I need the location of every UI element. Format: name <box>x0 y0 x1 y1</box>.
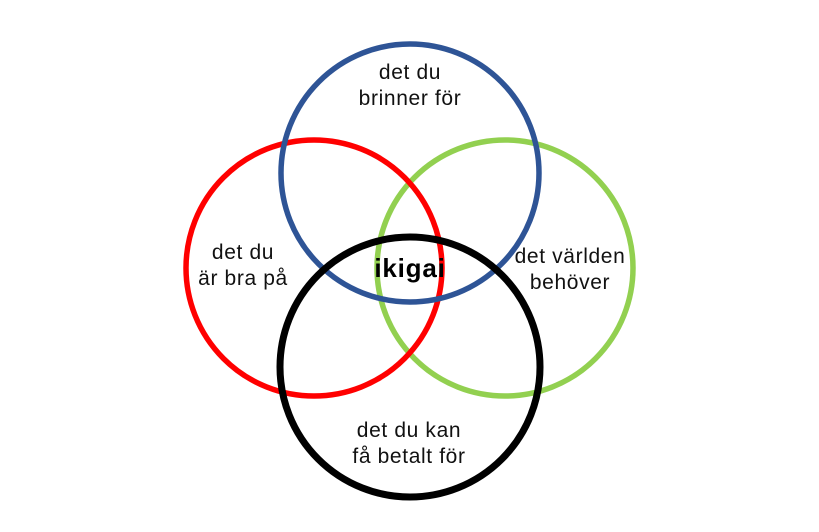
left-circle-label: det du är bra på <box>198 241 288 290</box>
blue-circle-passion <box>278 41 542 305</box>
ikigai-center-label: ikigai <box>374 253 446 283</box>
bottom-circle-label: det du kan få betalt för <box>352 419 466 468</box>
black-circle-paid-for <box>276 233 544 501</box>
top-circle-label: det du brinner för <box>358 61 462 110</box>
red-circle-good-at <box>183 137 445 399</box>
green-circle-world-needs <box>374 137 636 399</box>
right-circle-label: det världen behöver <box>514 245 626 294</box>
